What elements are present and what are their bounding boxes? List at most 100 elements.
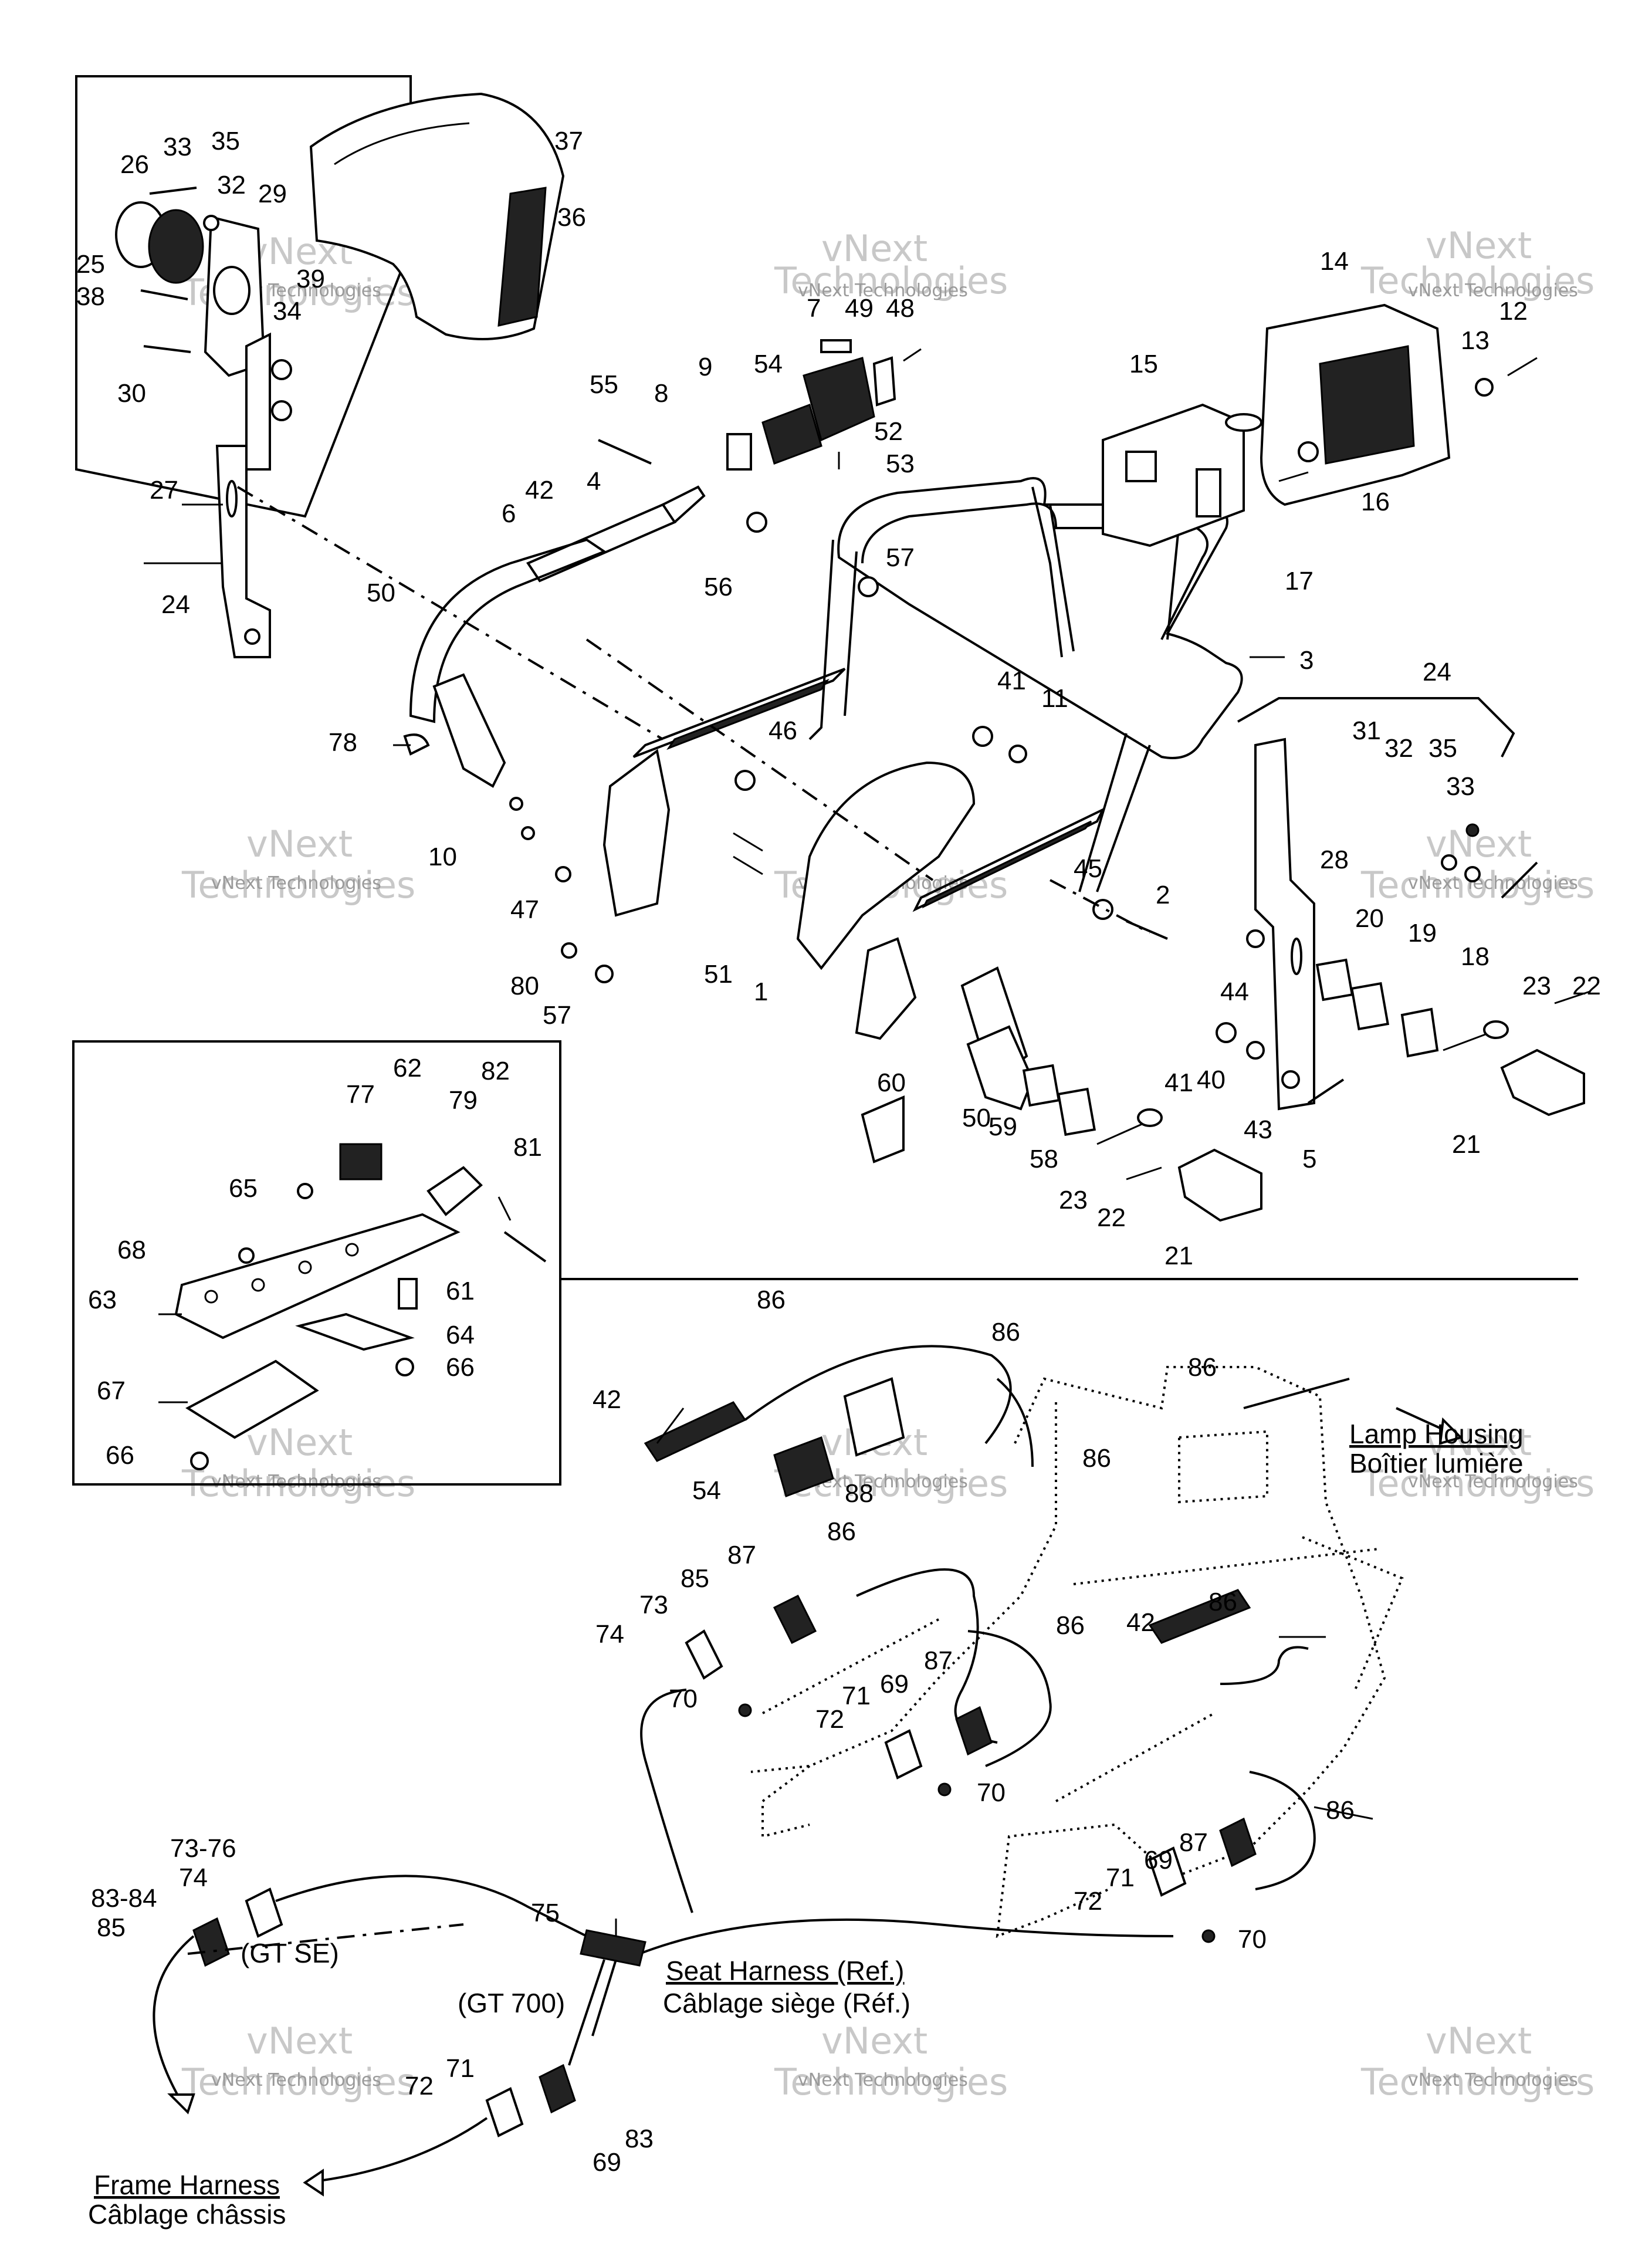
- nut: [271, 400, 292, 421]
- callout-71: 71: [842, 1682, 871, 1710]
- callout-44: 44: [1220, 977, 1249, 1006]
- callout-72: 72: [815, 1705, 844, 1734]
- callout-24-right: 24: [1423, 658, 1451, 686]
- strut-53b: [844, 551, 858, 716]
- license-plate-bracket: [1102, 403, 1245, 547]
- callout-12: 12: [1499, 297, 1528, 326]
- bracket-50: [966, 1025, 1034, 1111]
- callout-77: 77: [346, 1080, 375, 1109]
- callout-70: 70: [669, 1684, 698, 1713]
- callout-31: 31: [1352, 716, 1381, 745]
- seat-harness-label-fr: Câblage siège (Réf.): [663, 1988, 910, 2018]
- plate-19: [1350, 982, 1390, 1031]
- switch-clip: [872, 356, 896, 407]
- bulb: [1225, 413, 1262, 432]
- frame-harness-label: Frame Harness: [94, 2170, 280, 2200]
- callout-85b: 85: [97, 1913, 126, 1942]
- side-rail-right: [912, 807, 1106, 912]
- connector-72c: [485, 2087, 524, 2137]
- callout-28: 28: [1320, 845, 1349, 874]
- callout-24: 24: [161, 590, 190, 619]
- svg-text:Technologies: Technologies: [1360, 259, 1595, 302]
- pin-82: [497, 1196, 512, 1221]
- svg-text:vNext: vNext: [1426, 224, 1532, 267]
- plate-hole: [204, 1290, 218, 1304]
- svg-text:Technologies: Technologies: [774, 2061, 1008, 2103]
- wire-86d: [967, 1630, 1052, 1767]
- plate-64: [295, 1312, 415, 1351]
- drop-35: [1465, 823, 1480, 837]
- bracket-79: [426, 1166, 483, 1216]
- callout-6: 6: [502, 499, 516, 528]
- wire-harness-a: [640, 1689, 693, 1913]
- pin-22: [1554, 990, 1590, 1004]
- callout-58: 58: [1030, 1145, 1058, 1173]
- callout-71c: 71: [446, 2054, 475, 2083]
- grommet: [1298, 441, 1319, 462]
- callout-23: 23: [1522, 972, 1551, 1000]
- callout-55: 55: [590, 370, 618, 399]
- callout-75: 75: [531, 1899, 560, 1927]
- svg-text:vNext Technologies: vNext Technologies: [798, 280, 968, 301]
- frame-arrowhead-2: [303, 2169, 324, 2197]
- connector-69c: [539, 2063, 576, 2114]
- callout-81: 81: [513, 1133, 542, 1162]
- callout-42-harness-b: 42: [1126, 1608, 1155, 1637]
- callout-59: 59: [989, 1112, 1017, 1141]
- wire-86f: [1249, 1771, 1316, 1890]
- grab-handle: [409, 538, 607, 723]
- washer-11: [1008, 745, 1027, 763]
- callout-21: 21: [1452, 1130, 1481, 1159]
- callout-50-lower: 50: [962, 1104, 991, 1132]
- callout-27: 27: [150, 476, 178, 505]
- nut-57b: [595, 965, 614, 983]
- callout-33-right: 33: [1446, 772, 1475, 801]
- callout-57: 57: [886, 543, 915, 572]
- connector-74b: [245, 1887, 283, 1938]
- pin-81: [503, 1231, 547, 1263]
- wire-86-lamp: [1243, 1378, 1350, 1409]
- bracket-hole: [244, 628, 260, 645]
- washer: [1475, 378, 1494, 397]
- switch-assembly: [726, 339, 922, 471]
- callout-35-right: 35: [1428, 734, 1457, 763]
- callout-60: 60: [877, 1068, 906, 1097]
- washer: [203, 215, 219, 231]
- lamp-housing-label-fr: Boîtier lumière: [1349, 1448, 1524, 1479]
- handle-shaft-4: [662, 485, 706, 523]
- handle-end-plate: [432, 673, 506, 788]
- gt-se-label: (GT SE): [241, 1938, 339, 1968]
- callout-69: 69: [880, 1670, 909, 1699]
- cap-78: [403, 733, 430, 756]
- strut-53: [808, 539, 834, 740]
- callout-43: 43: [1244, 1115, 1272, 1144]
- washer-44: [1246, 929, 1265, 948]
- wire-harness-b: [275, 1875, 611, 1949]
- handle-grip-42: [526, 503, 676, 583]
- callout-78: 78: [329, 728, 357, 757]
- plate-58: [1057, 1087, 1096, 1136]
- callout-69b: 69: [1144, 1846, 1173, 1875]
- callout-87: 87: [727, 1541, 756, 1569]
- callout-86e: 86: [827, 1517, 856, 1546]
- frame-rail-2: [1302, 1536, 1404, 1690]
- callout-8: 8: [654, 379, 668, 408]
- nut: [271, 359, 292, 380]
- callout-21-lower: 21: [1164, 1241, 1193, 1270]
- backrest-bracket-lower: [215, 445, 271, 658]
- frame-arrowhead: [167, 2093, 195, 2115]
- side-rail-left: [632, 668, 846, 758]
- callout-86b: 86: [991, 1318, 1020, 1347]
- lamp-screw: [1278, 471, 1309, 482]
- footrest-21: [1500, 1048, 1585, 1117]
- callout-42-harness: 42: [593, 1385, 621, 1414]
- callout-33: 33: [163, 133, 192, 161]
- rack-upright-3: [1166, 522, 1180, 640]
- leader: [656, 1408, 685, 1444]
- washer-40: [1246, 1041, 1265, 1060]
- drop-70b: [937, 1782, 952, 1797]
- frame-rail-3: [1055, 1712, 1215, 1802]
- grip-77: [339, 1143, 382, 1180]
- plate-63: [174, 1213, 461, 1339]
